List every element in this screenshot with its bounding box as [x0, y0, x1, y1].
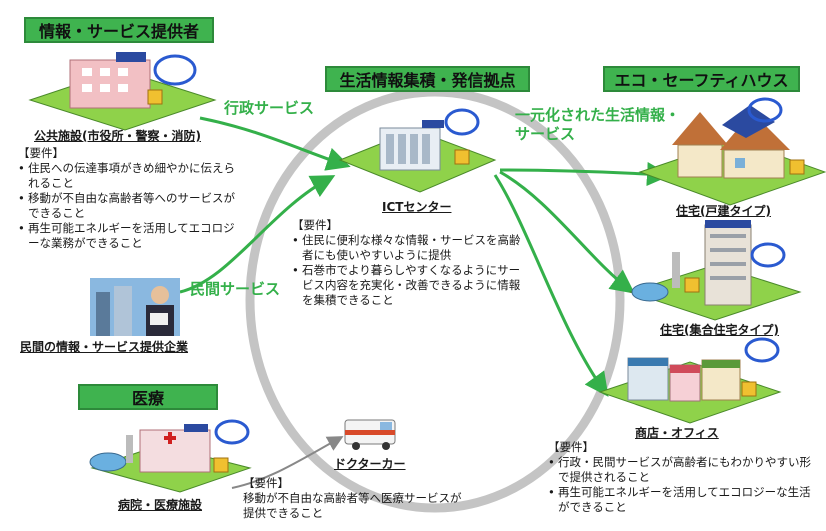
doctor-car-caption: ドクターカー: [334, 457, 406, 471]
req-item: 石巻市でより暮らしやすくなるようにサービス内容を充実化・改善できるように情報を集…: [292, 263, 522, 308]
label-unified-service: 一元化された生活情報・サービス: [515, 106, 681, 143]
ict-center-illustration: [338, 108, 497, 193]
header-hub: 生活情報集積・発信拠点: [325, 66, 530, 92]
doctor-car-illustration: [344, 419, 396, 450]
req-title: 【要件】: [292, 218, 338, 232]
header-eco-house: エコ・セーフティハウス: [603, 66, 800, 92]
doctor-car-requirements: 【要件】 移動が不自由な高齢者等へ医療サービスが提供できること: [243, 476, 463, 521]
req-item: 移動が不自由な高齢者等へ医療サービスが提供できること: [243, 491, 462, 520]
req-item: 行政・民間サービスが高齢者にもわかりやすい形で提供されること: [548, 455, 818, 485]
label-government-service: 行政サービス: [224, 99, 315, 117]
req-title: 【要件】: [548, 440, 594, 454]
req-item: 移動が不自由な高齢者等へのサービスができること: [18, 191, 240, 221]
private-company-caption: 民間の情報・サービス提供企業: [20, 340, 189, 354]
shop-office-requirements: 【要件】 行政・民間サービスが高齢者にもわかりやすい形で提供されること 再生可能…: [548, 440, 818, 515]
req-item: 住民に便利な様々な情報・サービスを高齢者にも使いやすいように提供: [292, 233, 522, 263]
apartment-illustration: [628, 220, 802, 321]
label-private-service: 民間サービス: [190, 280, 281, 298]
req-item: 再生可能エネルギーを活用してエコロジーな業務ができること: [18, 221, 240, 251]
req-title: 【要件】: [243, 476, 289, 490]
ict-center-requirements: 【要件】 住民に便利な様々な情報・サービスを高齢者にも使いやすいように提供 石巻…: [292, 218, 522, 308]
header-medical: 医療: [78, 384, 218, 410]
shop-office-caption: 商店・オフィス: [635, 426, 719, 440]
arrow-government: [199, 116, 351, 171]
public-facility-caption: 公共施設(市役所・警察・消防): [34, 129, 201, 143]
req-item: 再生可能エネルギーを活用してエコロジーな生活ができること: [548, 485, 818, 515]
req-title: 【要件】: [18, 146, 64, 160]
ict-center-caption: ICTセンター: [382, 200, 452, 214]
arrow-to-shop: [493, 174, 609, 397]
detached-house-illustration: [638, 97, 826, 206]
shop-illustration: [598, 337, 782, 424]
req-item: 住民への伝達事項がきめ細やかに伝えられること: [18, 161, 240, 191]
public-facility-requirements: 【要件】 住民への伝達事項がきめ細やかに伝えられること 移動が不自由な高齢者等へ…: [18, 146, 240, 251]
private-company-photo: [90, 278, 180, 336]
public-facility-illustration: [28, 52, 217, 131]
arrow-to-apartment: [499, 170, 635, 294]
hub-ring: [245, 87, 625, 513]
house-detached-caption: 住宅(戸建タイプ): [676, 204, 771, 218]
header-provider: 情報・サービス提供者: [24, 17, 214, 43]
house-apartment-caption: 住宅(集合住宅タイプ): [660, 323, 779, 337]
arrow-to-doctor-car: [231, 436, 344, 489]
arrow-private: [179, 175, 336, 294]
hospital-caption: 病院・医療施設: [118, 498, 203, 512]
hospital-illustration: [89, 419, 252, 493]
